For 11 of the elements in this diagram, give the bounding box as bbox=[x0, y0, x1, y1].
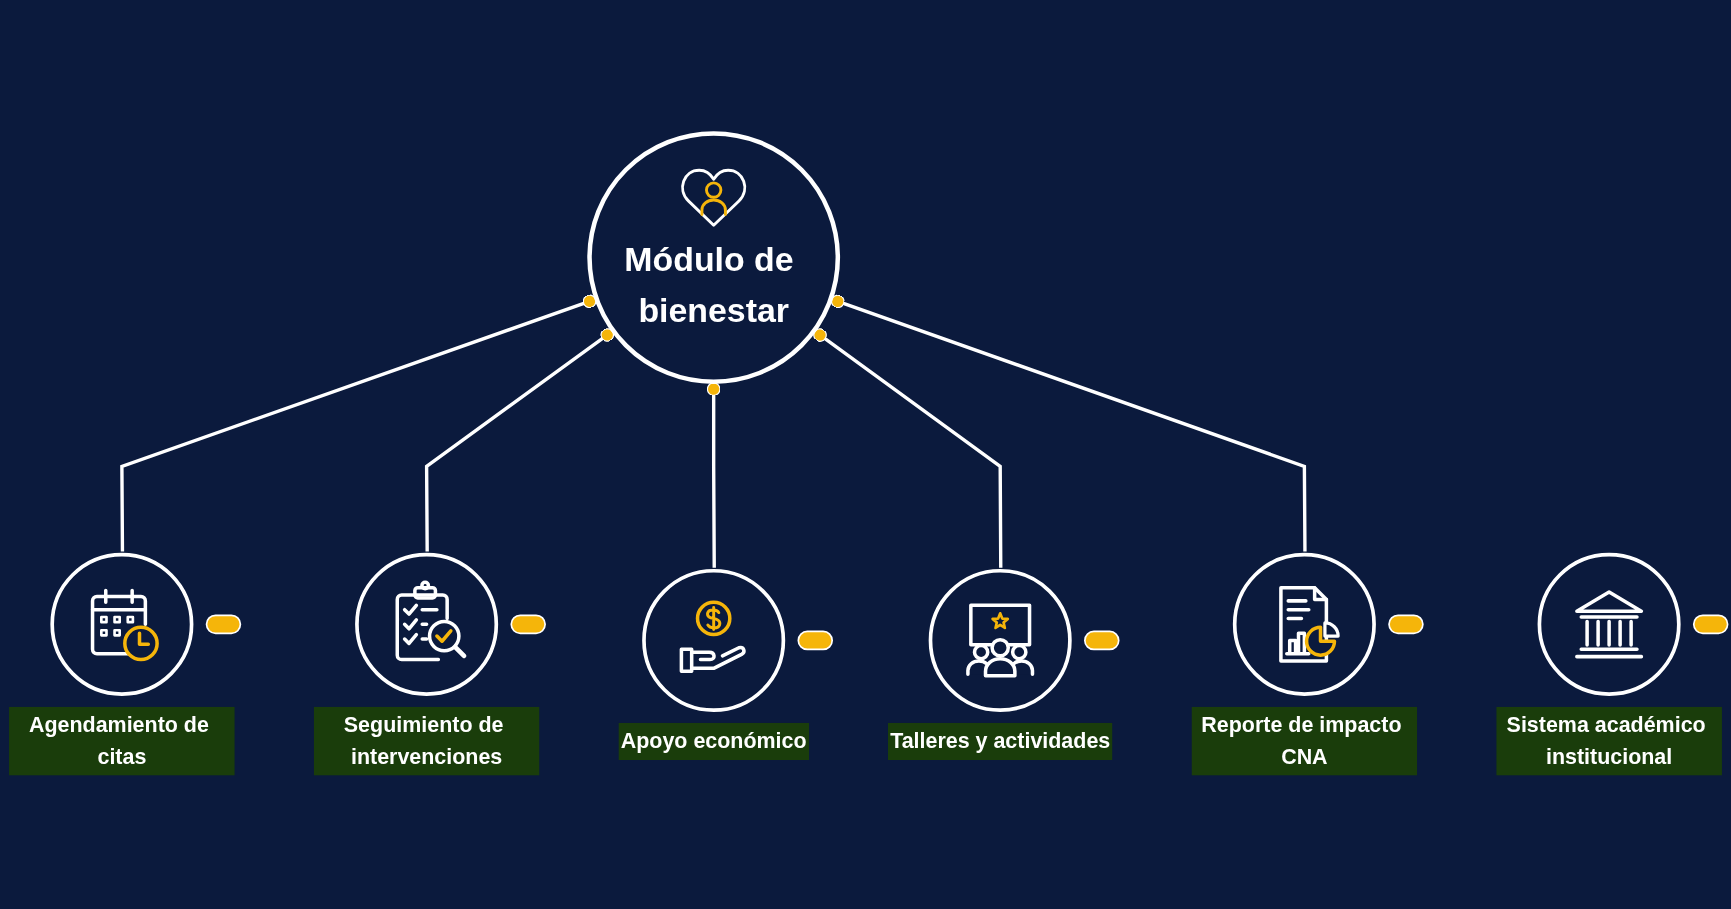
node-label: Apoyo económico bbox=[620, 728, 807, 753]
node-label: Seguimiento de intervenciones bbox=[343, 712, 504, 769]
node-label: Agendamiento de citas bbox=[28, 712, 209, 769]
node-label: Reporte de impacto CNA bbox=[1201, 712, 1402, 769]
node-label: Sistema académico institucional bbox=[1506, 712, 1706, 769]
connector bbox=[813, 328, 1003, 568]
node-label: Talleres y actividades bbox=[890, 728, 1111, 753]
connector bbox=[830, 294, 1307, 552]
node-circle: Módulo de bienestar bbox=[587, 131, 841, 384]
connector bbox=[424, 328, 615, 552]
connector bbox=[120, 294, 598, 552]
